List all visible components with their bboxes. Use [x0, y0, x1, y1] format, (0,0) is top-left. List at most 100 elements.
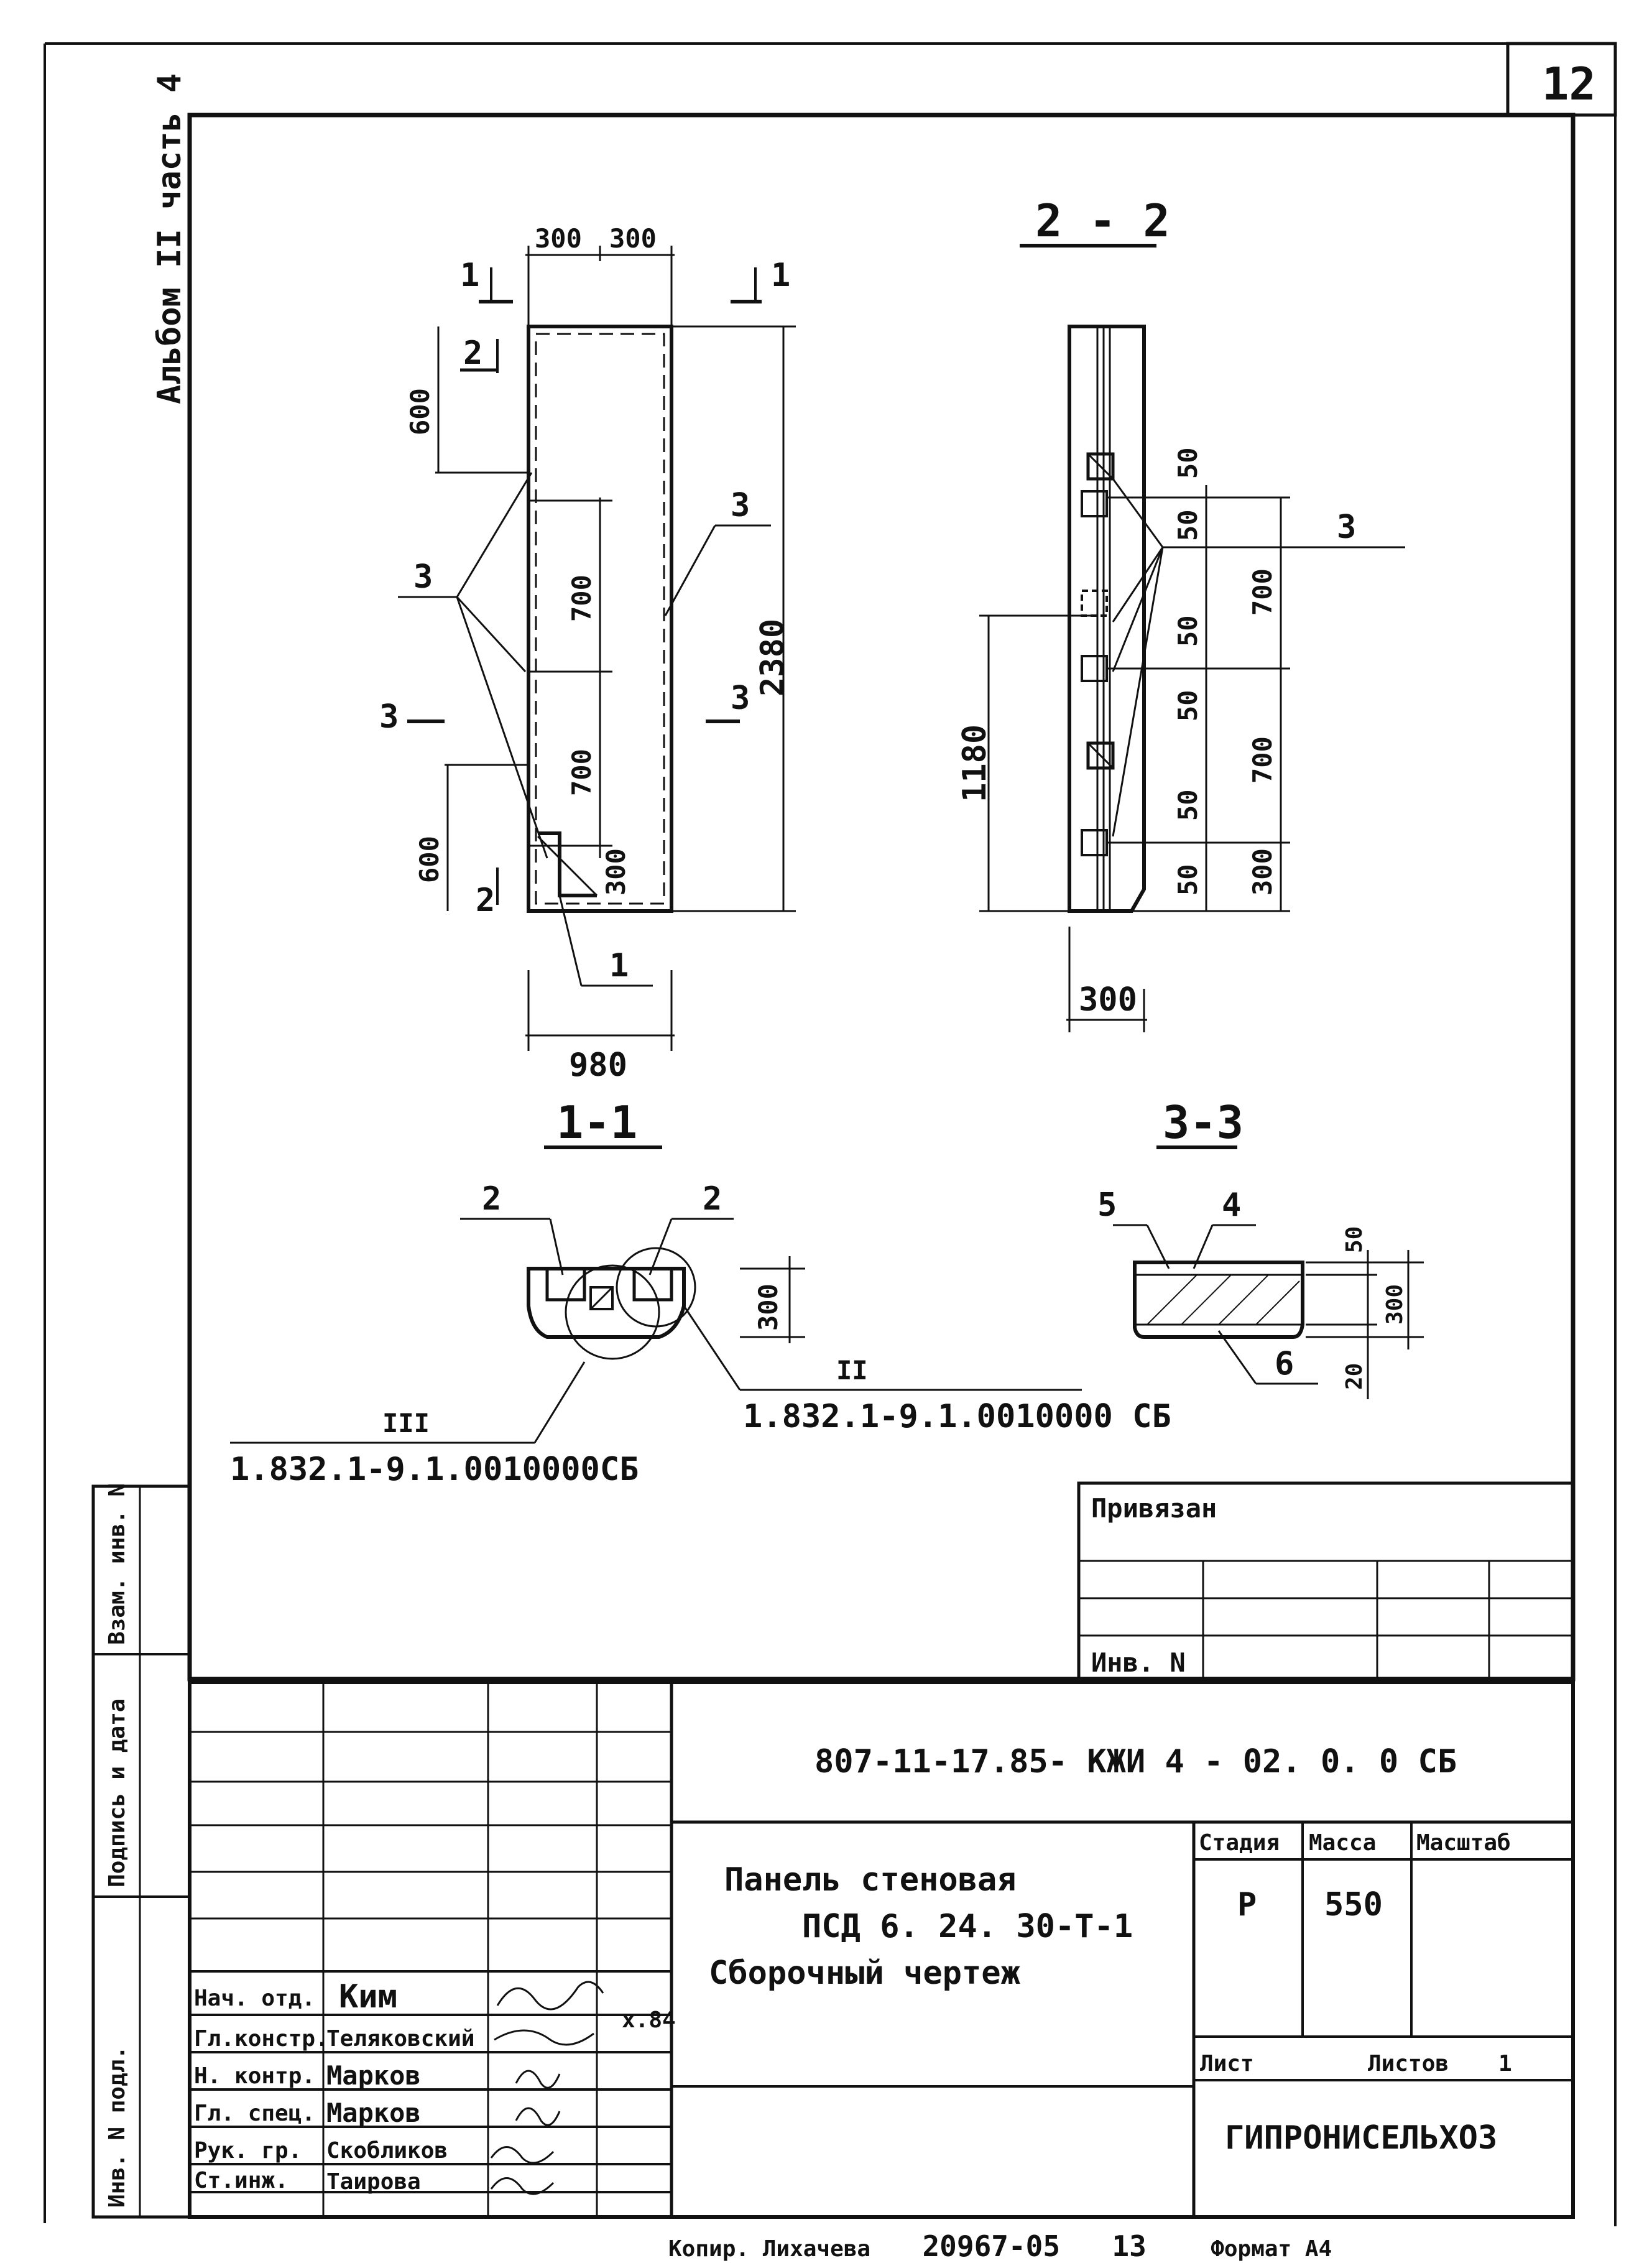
signature-5	[490, 2146, 555, 2164]
dim-corner: 300	[601, 848, 631, 895]
sheet-number-box	[1506, 42, 1617, 117]
sec22-d50-4: 50	[1173, 690, 1203, 721]
section-3-3: 3-3 5 4 6 50 300 20	[1097, 1096, 1424, 1399]
dim-lower: 600	[414, 836, 445, 883]
sec22-d50-6: 50	[1173, 864, 1203, 895]
sec22-d1180: 1180	[956, 724, 994, 802]
sec33-label-6: 6	[1275, 1345, 1294, 1382]
signature-2	[494, 2029, 594, 2046]
footer-page: 13	[1112, 2229, 1147, 2263]
sheet-number: 12	[1542, 58, 1596, 110]
sec11-label-2a: 2	[482, 1180, 501, 1218]
sec22-d50-2: 50	[1173, 509, 1203, 541]
signer-name-3: Марков	[326, 2060, 421, 2091]
sec11-ref-2: 1.832.1-9.1.0010000 СБ	[743, 1398, 1171, 1435]
signer-role-6: Ст.инж.	[194, 2168, 288, 2193]
stamp-podpis: Подпись и дата	[104, 1699, 130, 1887]
stamp-inv-podl: Инв. N подл.	[104, 2046, 130, 2208]
sec2-bottom: 2	[476, 882, 495, 919]
sec3-left: 3	[379, 698, 399, 736]
album-label: Альбом II часть 4	[151, 73, 188, 404]
sec11-dim: 300	[753, 1284, 783, 1331]
sec22-width: 300	[1079, 981, 1137, 1019]
signer-name-6: Таирова	[326, 2169, 421, 2195]
stage-header: Стадия	[1199, 1830, 1280, 1856]
sec33-label-5: 5	[1097, 1187, 1117, 1224]
title-name-3: Сборочный чертеж	[709, 1955, 1020, 1992]
side-stamp: Инв. N подл. Подпись и дата Взам. инв. N	[91, 1483, 192, 2219]
footer-num: 20967-05	[922, 2229, 1061, 2263]
sheets-header: Листов	[1368, 2051, 1449, 2076]
sec3-right: 3	[731, 680, 750, 717]
signer-name-4: Марков	[326, 2098, 421, 2128]
stage-value: Р	[1237, 1886, 1257, 1923]
sec22-d700-2: 700	[1247, 736, 1278, 784]
signer-role-1: Нач. отд.	[194, 1986, 315, 2011]
footer-format: Формат А4	[1211, 2236, 1332, 2262]
sec2-top: 2	[463, 335, 482, 372]
section-1-1: 1-1 2 2 300 II 1.832.1-9.1.0010000 СБ II…	[230, 1096, 1171, 1488]
sec33-d50: 50	[1342, 1226, 1367, 1253]
callout-3-left: 3	[413, 558, 433, 596]
sec11-node-3: III	[382, 1408, 430, 1438]
footer-line: Копир. Лихачева 20967-05 13 Формат А4	[668, 2229, 1414, 2263]
sec11-label-2b: 2	[703, 1180, 722, 1218]
signer-name-1: Ким	[339, 1978, 397, 2015]
sec22-d50-1: 50	[1173, 447, 1203, 479]
signer-name-2: Теляковский	[326, 2026, 474, 2052]
sheets-value: 1	[1498, 2051, 1512, 2076]
dim-height: 2380	[754, 619, 791, 696]
signature-3	[515, 2070, 561, 2089]
sec11-node-2: II	[836, 1355, 868, 1386]
sec22-d700-1: 700	[1247, 568, 1278, 616]
sec22-d300: 300	[1247, 848, 1278, 895]
dim-width: 980	[569, 1047, 627, 1084]
sec33-title: 3-3	[1163, 1096, 1244, 1149]
mass-value: 550	[1324, 1886, 1383, 1923]
doc-code: 807-11-17.85- КЖИ 4 - 02. 0. 0 СБ	[814, 1743, 1457, 1780]
sec22-d50-3: 50	[1173, 615, 1203, 647]
sec22-title: 2 - 2	[1035, 195, 1170, 247]
sheet-header: Лист	[1200, 2051, 1254, 2076]
sec11-ref-3: 1.832.1-9.1.0010000СБ	[230, 1451, 639, 1488]
section-2-2: 2 - 2 3 50 50 700 50 50 700 50	[956, 195, 1405, 1032]
callout-3-right: 3	[731, 487, 750, 524]
sec22-d50-5: 50	[1173, 789, 1203, 821]
signer-role-5: Рук. гр.	[194, 2138, 302, 2164]
signature-1	[496, 1981, 604, 2011]
tied-title: Привязан	[1091, 1493, 1217, 1524]
sec1-left: 1	[460, 257, 479, 294]
dim-top-a: 300	[535, 223, 582, 254]
dim-upper: 600	[405, 388, 435, 435]
dim-mid1: 700	[566, 575, 597, 622]
signature-6	[490, 2177, 555, 2195]
footer-copy-text: Копир. Лихачева	[668, 2236, 871, 2262]
signer-date-2: х.84	[622, 2007, 676, 2033]
dim-top-b: 300	[609, 223, 657, 254]
inner-frame	[187, 113, 1576, 1682]
title-name-1: Панель стеновая	[724, 1861, 1017, 1899]
title-name-2: ПСД 6. 24. 30-Т-1	[802, 1908, 1133, 1945]
signer-role-2: Гл.констр.	[194, 2026, 329, 2052]
sec22-callout-3: 3	[1337, 509, 1356, 546]
org-name: ГИПРОНИСЕЛЬХОЗ	[1225, 2119, 1497, 2157]
title-block: 807-11-17.85- КЖИ 4 - 02. 0. 0 СБ Панель…	[188, 1680, 1575, 2219]
dim-mid2: 700	[566, 749, 597, 796]
sec33-d300: 300	[1382, 1284, 1408, 1325]
stamp-vzam: Взам. инв. N	[104, 1483, 130, 1645]
tied-block: Привязан Инв. N	[1077, 1481, 1575, 1684]
callout-1: 1	[609, 947, 629, 984]
mass-header: Масса	[1309, 1830, 1376, 1856]
sec33-d20: 20	[1342, 1363, 1367, 1390]
sec1-right: 1	[771, 257, 790, 294]
tied-inv: Инв. N	[1091, 1647, 1186, 1678]
sec11-title: 1-1	[556, 1096, 637, 1149]
sec33-label-4: 4	[1222, 1187, 1241, 1224]
signer-role-3: Н. контр.	[194, 2063, 315, 2089]
signer-role-4: Гл. спец.	[194, 2101, 315, 2126]
signature-4	[515, 2107, 561, 2126]
signer-name-5: Скобликов	[326, 2138, 448, 2164]
front-view: 300 300 1 1 2 600 600 700 700 300 2	[379, 223, 796, 1084]
scale-header: Масштаб	[1416, 1830, 1511, 1856]
